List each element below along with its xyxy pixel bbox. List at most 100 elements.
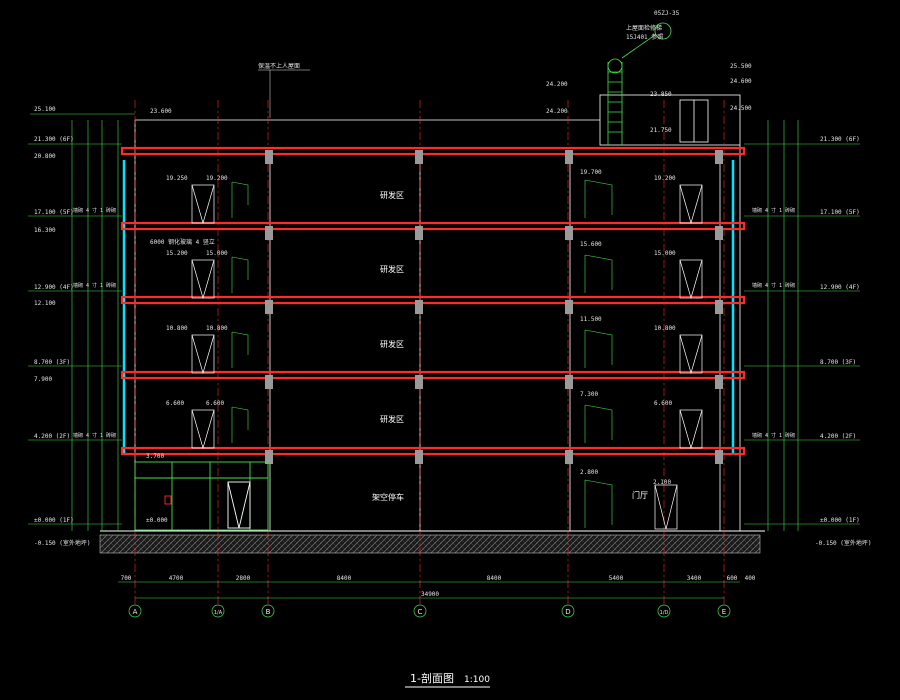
level-text: ±0.000 (1F) (820, 517, 860, 524)
glass-columns (122, 160, 735, 455)
elev-text: 10.800 (206, 325, 228, 332)
level-text: 17.100 (5F) (34, 209, 74, 216)
level-text: 8.700 (3F) (34, 359, 70, 366)
dim-text: 8400 (487, 575, 502, 582)
level-text: 21.300 (6F) (34, 136, 74, 143)
dim-total: 34900 (421, 591, 439, 598)
side-note: 墙砌 4 寸 1 砖砌 (73, 432, 116, 439)
dim-text: 600 (727, 575, 738, 582)
elev-text: 24.500 (730, 105, 752, 112)
roof-elev: 23.600 (150, 108, 172, 115)
windows (191, 184, 703, 530)
elev-text: 19.200 (206, 175, 228, 182)
elev-text: 25.500 (730, 63, 752, 70)
elev-text: 19.200 (654, 175, 676, 182)
elev-text: 6.600 (206, 400, 224, 407)
level-text: 12.900 (4F) (820, 284, 860, 291)
level-text: 20.800 (34, 153, 56, 160)
level-text: 12.900 (4F) (34, 284, 74, 291)
ladder-note: 上屋面检修梯 (626, 24, 662, 32)
axis-label: 1/A (214, 610, 223, 616)
elev-text: 15.600 (580, 241, 602, 248)
storefront (134, 461, 269, 531)
level-text: 4.200 (2F) (34, 433, 70, 440)
elev-text: 3.700 (146, 453, 164, 460)
window-profiles (231, 179, 613, 528)
elev-text: ±0.000 (146, 517, 168, 524)
left-levels: 25.100 21.300 (6F) 20.800 17.100 (5F) 16… (34, 106, 91, 547)
building-walls (134, 94, 741, 531)
level-text: 4.200 (2F) (820, 433, 856, 440)
elev-text: 10.800 (654, 325, 676, 332)
level-text: -0.150 (室外地坪) (34, 539, 91, 547)
axis-label: D (565, 608, 570, 616)
room-labels: 研发区 研发区 研发区 研发区 架空停车 门厅 (372, 190, 648, 502)
dim-text: 2800 (236, 575, 251, 582)
elev-text: 15.200 (166, 250, 188, 257)
elev-text: 23.850 (650, 91, 672, 98)
level-text: 8.700 (3F) (820, 359, 856, 366)
ground (99, 530, 765, 554)
elev-text: 6.600 (654, 400, 672, 407)
roof-ladder (607, 22, 672, 145)
annotations: 保温不上人屋面 23.600 6000 钢化玻璃 4 竖立 上屋面检修梯 15J… (146, 10, 752, 524)
window-note: 6000 钢化玻璃 4 竖立 (150, 238, 215, 246)
ladder-note: 15J401 参照 (626, 33, 663, 41)
title-scale: 1:100 (464, 675, 490, 685)
columns (265, 150, 723, 464)
side-notes: 墙砌 4 寸 1 砖砌 墙砌 4 寸 1 砖砌 墙砌 4 寸 1 砖砌 墙砌 4… (73, 207, 795, 439)
axis-bubbles (128, 604, 731, 618)
level-text: 25.100 (34, 106, 56, 113)
dim-text: 700 (121, 575, 132, 582)
level-text: -0.150 (室外地坪) (815, 539, 872, 547)
elev-text: 21.750 (650, 127, 672, 134)
side-note: 墙砌 4 寸 1 砖砌 (752, 207, 795, 214)
room-label: 架空停车 (372, 492, 404, 502)
elev-text: 7.300 (580, 391, 598, 398)
dim-text: 3400 (687, 575, 702, 582)
level-text: 16.300 (34, 227, 56, 234)
right-levels: 21.300 (6F) 17.100 (5F) 12.900 (4F) 8.70… (815, 136, 872, 547)
elev-text: 6.600 (166, 400, 184, 407)
axis-label: C (418, 608, 423, 616)
roof-note: 保温不上人屋面 (258, 62, 300, 70)
room-label: 研发区 (380, 414, 404, 424)
level-text: 21.300 (6F) (820, 136, 860, 143)
elev-text: 15.000 (206, 250, 228, 257)
level-text: 12.100 (34, 300, 56, 307)
level-text: 17.100 (5F) (820, 209, 860, 216)
elev-text: 10.800 (166, 325, 188, 332)
bottom-dimensions: 700 4700 2800 8400 8400 5400 3400 600 40… (121, 575, 756, 598)
axis-labels: A 1/A B C D 1/D E (133, 608, 727, 616)
side-note: 墙砌 4 寸 1 砖砌 (752, 282, 795, 289)
room-label: 研发区 (380, 264, 404, 274)
room-label: 研发区 (380, 339, 404, 349)
dim-text: 8400 (337, 575, 352, 582)
axis-label: 1/D (660, 610, 669, 616)
dim-text: 4700 (169, 575, 184, 582)
detail-ref: 05ZJ-35 (654, 10, 680, 17)
elev-text: 24.600 (730, 78, 752, 85)
elev-text: 11.500 (580, 316, 602, 323)
elev-text: 15.000 (654, 250, 676, 257)
axis-label: A (133, 608, 138, 616)
floor-slabs (120, 146, 746, 456)
dim-text: 400 (745, 575, 756, 582)
elev-text: 19.250 (166, 175, 188, 182)
elev-text: 2.800 (580, 469, 598, 476)
title-main: 1-剖面图 (410, 671, 454, 685)
level-text: ±0.000 (1F) (34, 517, 74, 524)
axis-label: B (266, 608, 271, 616)
elev-text: 24.200 (546, 108, 568, 115)
elev-text: 19.700 (580, 169, 602, 176)
axis-label: E (722, 608, 726, 616)
side-note: 墙砌 4 寸 1 砖砌 (73, 282, 116, 289)
side-note: 墙砌 4 寸 1 砖砌 (73, 207, 116, 214)
elev-text: 2.100 (653, 479, 671, 486)
elev-text: 24.200 (546, 81, 568, 88)
side-note: 墙砌 4 寸 1 砖砌 (752, 432, 795, 439)
level-text: 7.900 (34, 376, 52, 383)
drawing-title: 1-剖面图 1:100 (405, 671, 490, 688)
dimension-lines (28, 113, 860, 599)
